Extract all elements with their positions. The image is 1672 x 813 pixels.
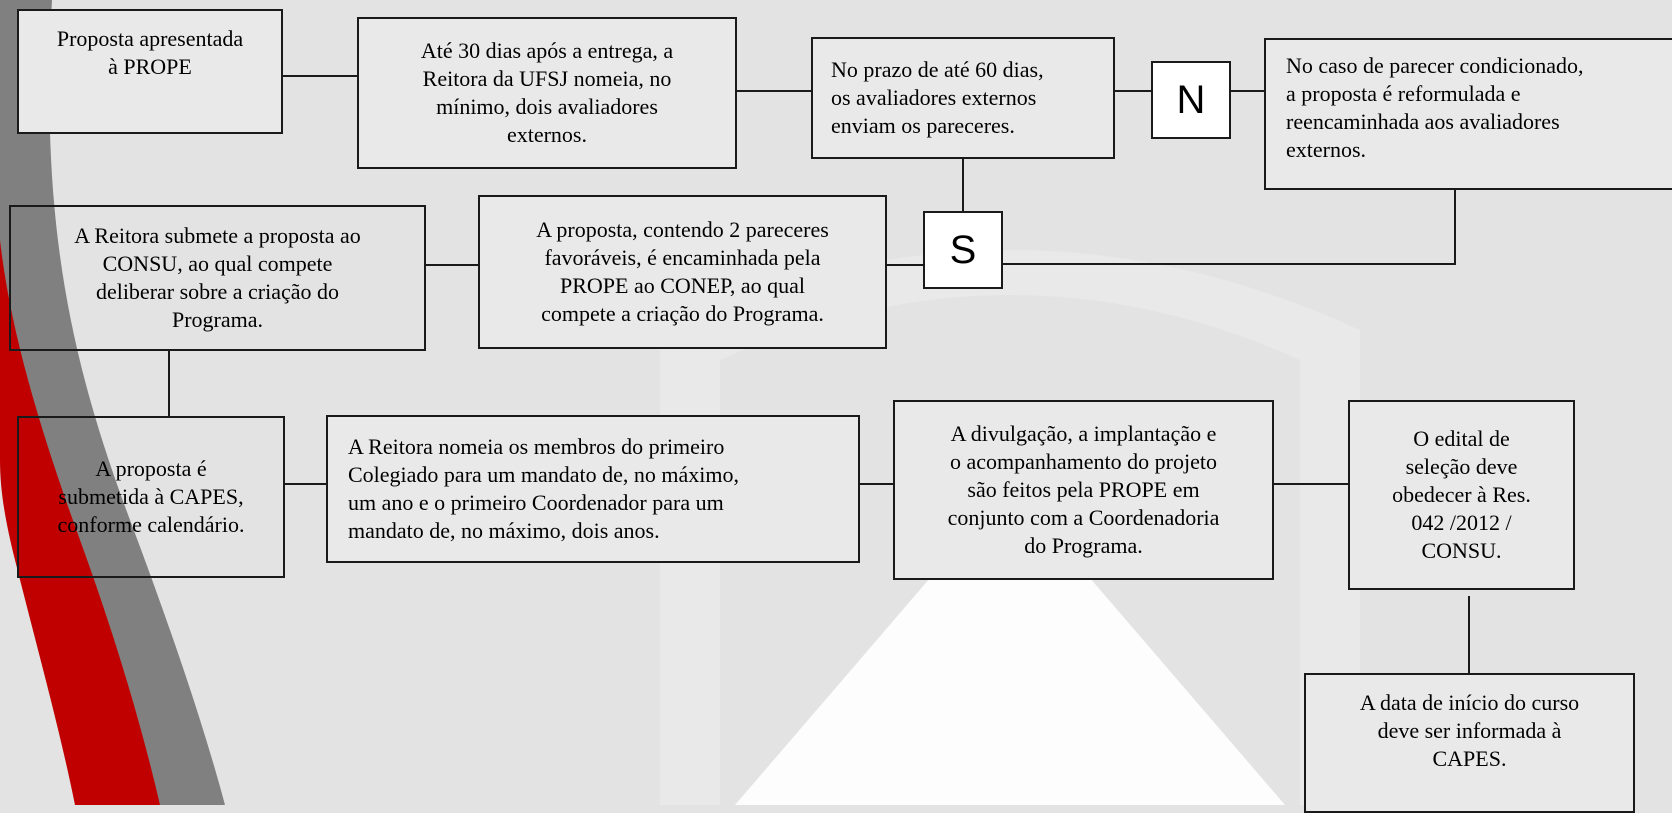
step-project-implementation-text: A divulgação, a implantação e o acompanh… (947, 421, 1220, 558)
step-capes-submission: A proposta é submetida à CAPES, conforme… (17, 416, 285, 578)
step-capes-submission-text: A proposta é submetida à CAPES, conforme… (57, 456, 245, 537)
step-consu-submission: A Reitora submete a proposta ao CONSU, a… (9, 205, 426, 351)
step-proposal-submitted-text: Proposta apresentada à PROPE (56, 26, 244, 79)
step-reviews-sent-text: No prazo de até 60 dias, os avaliadores … (831, 57, 1044, 138)
step-selection-notice-text: O edital de seleção deve obedecer à Res.… (1392, 426, 1531, 563)
step-reviews-sent: No prazo de até 60 dias, os avaliadores … (811, 37, 1115, 159)
step-project-implementation: A divulgação, a implantação e o acompanh… (893, 400, 1274, 580)
step-conep-forwarding: A proposta, contendo 2 pareceres favoráv… (478, 195, 887, 349)
step-selection-notice: O edital de seleção deve obedecer à Res.… (1348, 400, 1575, 590)
step-conep-forwarding-text: A proposta, contendo 2 pareceres favoráv… (536, 217, 829, 326)
watermark-triangle (735, 485, 1285, 805)
step-reviewers-appointed-text: Até 30 dias após a entrega, a Reitora da… (420, 38, 674, 147)
step-reviewers-appointed: Até 30 dias após a entrega, a Reitora da… (357, 17, 737, 169)
step-board-appointment-text: A Reitora nomeia os membros do primeiro … (348, 434, 740, 543)
step-reformulate-proposal: No caso de parecer condicionado, a propo… (1264, 38, 1672, 190)
step-consu-submission-text: A Reitora submete a proposta ao CONSU, a… (74, 223, 361, 332)
connector-reform-s (1002, 189, 1456, 265)
step-board-appointment: A Reitora nomeia os membros do primeiro … (326, 415, 860, 563)
step-proposal-submitted: Proposta apresentada à PROPE (17, 9, 283, 134)
decision-yes: S (923, 211, 1003, 289)
step-start-date-notice-text: A data de início do curso deve ser infor… (1359, 690, 1580, 771)
step-start-date-notice: A data de início do curso deve ser infor… (1304, 673, 1635, 813)
decision-no: N (1151, 61, 1231, 139)
step-reformulate-proposal-text: No caso de parecer condicionado, a propo… (1286, 53, 1584, 162)
red-swoosh (0, 240, 160, 805)
